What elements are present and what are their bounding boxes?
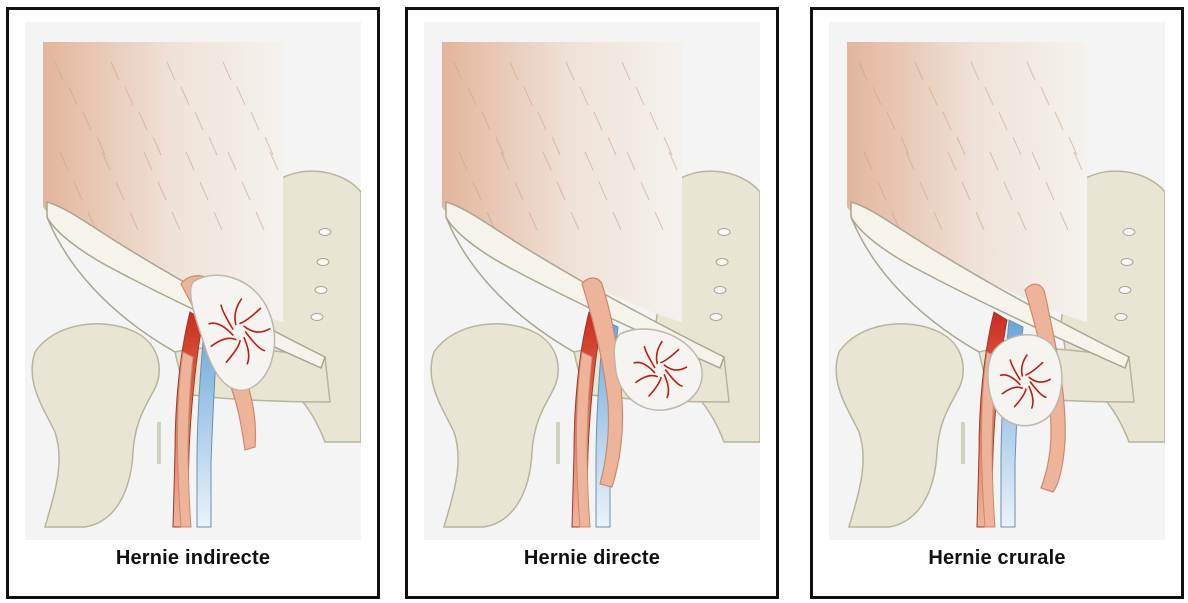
femur xyxy=(836,324,963,527)
bone-foramen xyxy=(1121,259,1133,266)
panel-crural-hernia: Hernie crurale xyxy=(810,7,1184,599)
indirect-hernia-illustration xyxy=(25,22,361,540)
anatomy-svg xyxy=(25,22,361,540)
panel-direct-hernia: Hernie directe xyxy=(405,7,779,599)
hernia-sac xyxy=(988,335,1062,426)
anatomy-svg xyxy=(424,22,760,540)
signature-mark xyxy=(961,422,965,464)
panel-indirect-hernia: Hernie indirecte xyxy=(6,7,380,599)
bone-foramen xyxy=(716,259,728,266)
bone-foramen xyxy=(1115,314,1127,321)
bone-foramen xyxy=(714,287,726,294)
crural-hernia-illustration xyxy=(829,22,1165,540)
femoral-nerve xyxy=(577,352,593,527)
panel-caption: Hernie directe xyxy=(408,547,776,570)
anatomy-svg xyxy=(829,22,1165,540)
signature-mark xyxy=(157,422,161,464)
bone-foramen xyxy=(1119,287,1131,294)
bone-foramen xyxy=(1123,229,1135,236)
femoral-nerve xyxy=(178,352,194,527)
direct-hernia-illustration xyxy=(424,22,760,540)
panel-caption: Hernie crurale xyxy=(813,547,1181,570)
bone-foramen xyxy=(317,259,329,266)
panel-caption: Hernie indirecte xyxy=(9,547,377,570)
bone-foramen xyxy=(718,229,730,236)
signature-mark xyxy=(556,422,560,464)
bone-foramen xyxy=(311,314,323,321)
bone-foramen xyxy=(710,314,722,321)
femur xyxy=(431,324,558,527)
femur xyxy=(32,324,159,527)
bone-foramen xyxy=(315,287,327,294)
bone-foramen xyxy=(319,229,331,236)
